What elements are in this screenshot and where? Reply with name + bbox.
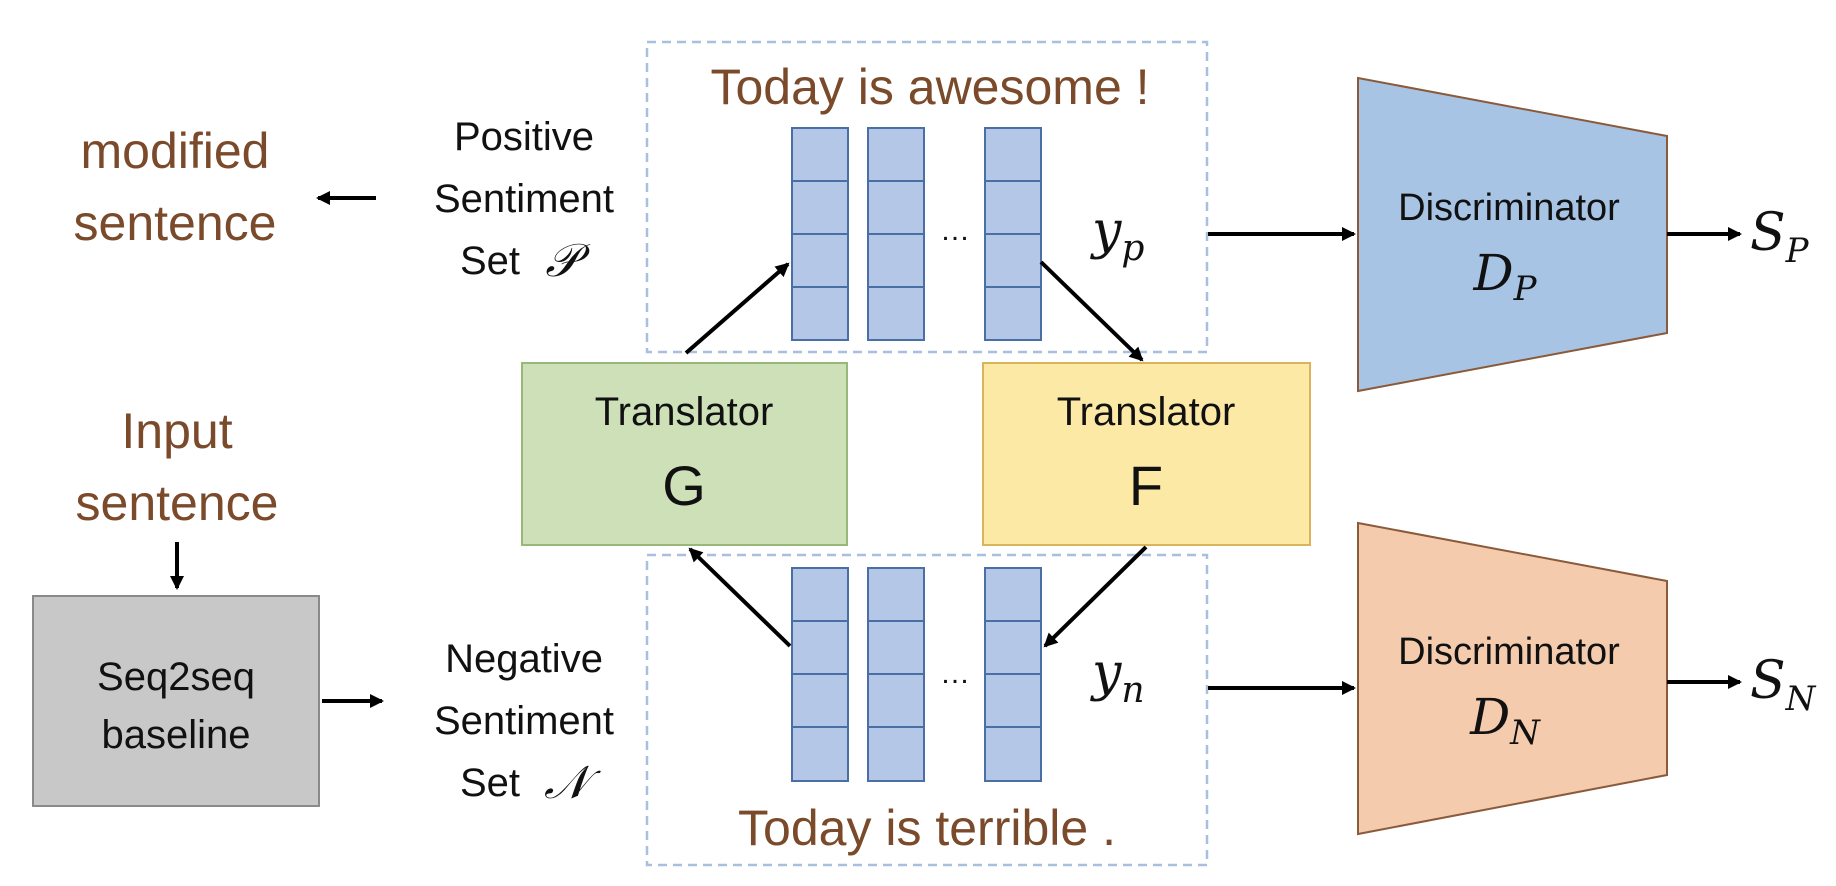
discriminator-p-shape xyxy=(1357,76,1668,393)
arrow-positive-to-f xyxy=(1039,260,1144,362)
discriminator-n-symbol: DN xyxy=(1469,688,1541,753)
input-sentence-line1: Input xyxy=(121,403,232,459)
positive-vector-label: yp xyxy=(1090,201,1144,269)
seq2seq-baseline-box xyxy=(32,595,320,807)
positive-example-sentence: Today is awesome ! xyxy=(710,59,1149,115)
modified-sentence-line2: sentence xyxy=(74,195,277,251)
positive-ellipsis: … xyxy=(940,214,970,247)
discriminator-p-symbol: DP xyxy=(1473,244,1538,309)
negative-vector-label: yn xyxy=(1090,643,1145,711)
seq2seq-label-line2: baseline xyxy=(101,713,250,757)
discriminator-p-label: Discriminator xyxy=(1398,187,1620,229)
negative-set-symbol: 𝒩 xyxy=(544,755,601,809)
arrow-f-to-negative xyxy=(1043,545,1148,648)
negative-set-label-line3: Set xyxy=(460,761,520,805)
positive-set-label-line1: Positive xyxy=(454,115,594,159)
negative-vectors xyxy=(791,567,1042,782)
negative-set-label-line2: Sentiment xyxy=(434,699,614,743)
translator-g-box xyxy=(521,362,848,546)
positive-set-label-line2: Sentiment xyxy=(434,177,614,221)
discriminator-n-shape xyxy=(1357,521,1668,836)
negative-example-sentence: Today is terrible . xyxy=(738,800,1116,856)
translator-f-box xyxy=(982,362,1311,546)
score-p: SP xyxy=(1750,203,1810,271)
translator-f-letter: F xyxy=(1129,454,1163,517)
positive-vectors xyxy=(791,127,1042,341)
positive-set-label-line3: Set xyxy=(460,239,520,283)
input-sentence-line2: sentence xyxy=(76,475,279,531)
negative-ellipsis: … xyxy=(940,657,970,690)
translator-g-label: Translator xyxy=(595,390,774,434)
translator-f-label: Translator xyxy=(1057,390,1236,434)
modified-sentence-line1: modified xyxy=(81,123,270,179)
discriminator-n-label: Discriminator xyxy=(1398,631,1620,673)
arrow-negative-to-g xyxy=(688,547,792,648)
translator-g-letter: G xyxy=(662,454,706,517)
negative-set-label-line1: Negative xyxy=(445,637,603,681)
seq2seq-label-line1: Seq2seq xyxy=(97,655,255,699)
arrow-g-to-positive xyxy=(684,262,790,355)
score-n: SN xyxy=(1750,651,1817,719)
positive-set-symbol: 𝒫 xyxy=(545,233,590,287)
